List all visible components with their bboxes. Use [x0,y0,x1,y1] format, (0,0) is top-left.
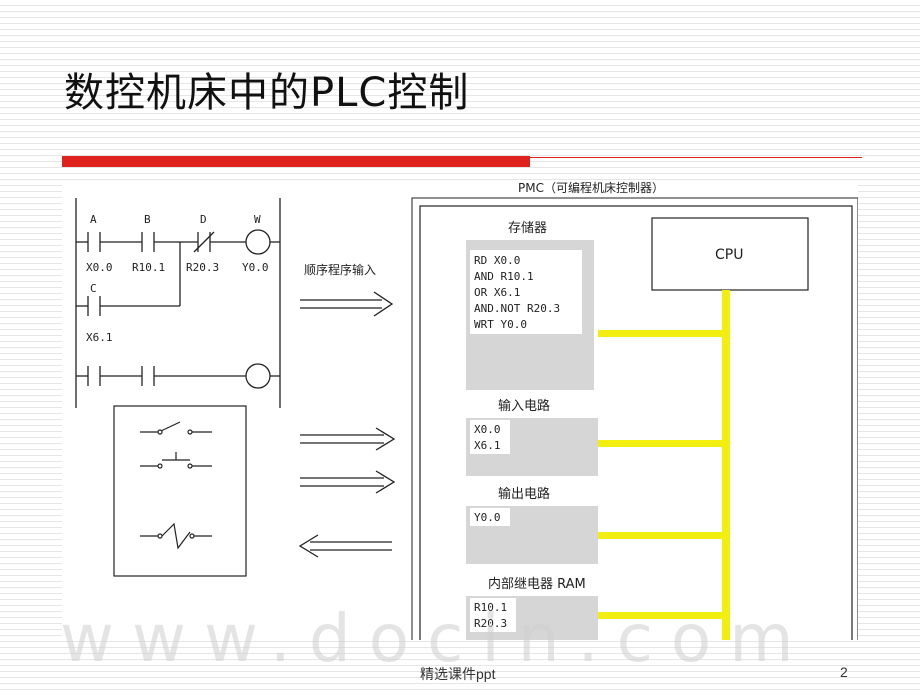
footer-text: 精选课件ppt [420,666,496,682]
pmc-frame [419,205,853,640]
input-circuit-lines: X0.0 X6.1 [474,423,501,452]
bus-vertical [722,290,730,640]
contact-label-b: B [144,213,151,226]
input-line: X6.1 [474,439,501,452]
coil-w [245,229,271,255]
coil-rung2 [245,363,271,389]
bus-output [598,532,722,539]
contact-d-nc-slash [193,231,215,253]
memory-lines: RD X0.0 AND R10.1 OR X6.1 AND.NOT R20.3 … [474,254,560,331]
input-line: X0.0 [474,423,501,436]
page-title: 数控机床中的PLC控制 [64,70,470,116]
plc-diagram-svg: A B D W X0.0 R10.1 R20.3 Y0.0 C X6.1 [75,180,858,640]
bus-memory [598,330,722,337]
memory-line: OR X6.1 [474,286,520,299]
ladder-diagram [75,198,281,408]
title-underline-bar [62,156,530,167]
signal-arrows [298,291,396,558]
relay-circuit [113,405,247,577]
output-line: Y0.0 [474,511,501,524]
internal-relay-label: 内部继电器 RAM [488,576,586,592]
memory-code-area [470,250,582,334]
cpu-label: CPU [715,247,743,263]
memory-line: RD X0.0 [474,254,520,267]
arrow-sequence-input [300,291,394,317]
ram-line: R20.3 [474,617,507,630]
cpu-box [651,217,809,291]
ram-line: R10.1 [474,601,507,614]
title-underline-thin [530,157,862,158]
contact-label-d: D [200,213,207,226]
page-number: 2 [840,664,848,680]
address-y00: Y0.0 [242,261,269,274]
data-bus [598,290,730,640]
address-x61: X6.1 [86,331,113,344]
address-x00: X0.0 [86,261,113,274]
sequence-input-label: 顺序程序输入 [304,262,376,277]
contact-label-c: C [90,282,97,295]
memory-line: WRT Y0.0 [474,318,527,331]
internal-relay-lines: R10.1 R20.3 [474,601,507,630]
bus-ram [598,612,722,619]
address-r101: R10.1 [132,261,165,274]
pmc-outer-frame [411,197,858,640]
arrow-output [298,534,392,558]
input-circuit-label: 输入电路 [498,398,550,414]
output-circuit-lines: Y0.0 [474,511,501,524]
plc-diagram: A B D W X0.0 R10.1 R20.3 Y0.0 C X6.1 [62,180,858,640]
coil-label-w: W [254,213,261,226]
memory-label: 存储器 [508,221,547,236]
memory-line: AND R10.1 [474,270,534,283]
relay-circuit-box [113,405,247,577]
arrow-input-1 [300,427,396,451]
arrow-input-2 [300,470,396,494]
pmc-header: PMC（可编程机床控制器） [518,180,664,195]
output-circuit-label: 输出电路 [498,486,550,502]
watermark: www.docin.com [60,600,812,677]
address-r203: R20.3 [186,261,219,274]
bus-input [598,440,722,447]
contact-label-a: A [90,213,97,226]
ladder-labels: A B D W X0.0 R10.1 R20.3 Y0.0 C X6.1 [86,213,269,344]
memory-line: AND.NOT R20.3 [474,302,560,315]
